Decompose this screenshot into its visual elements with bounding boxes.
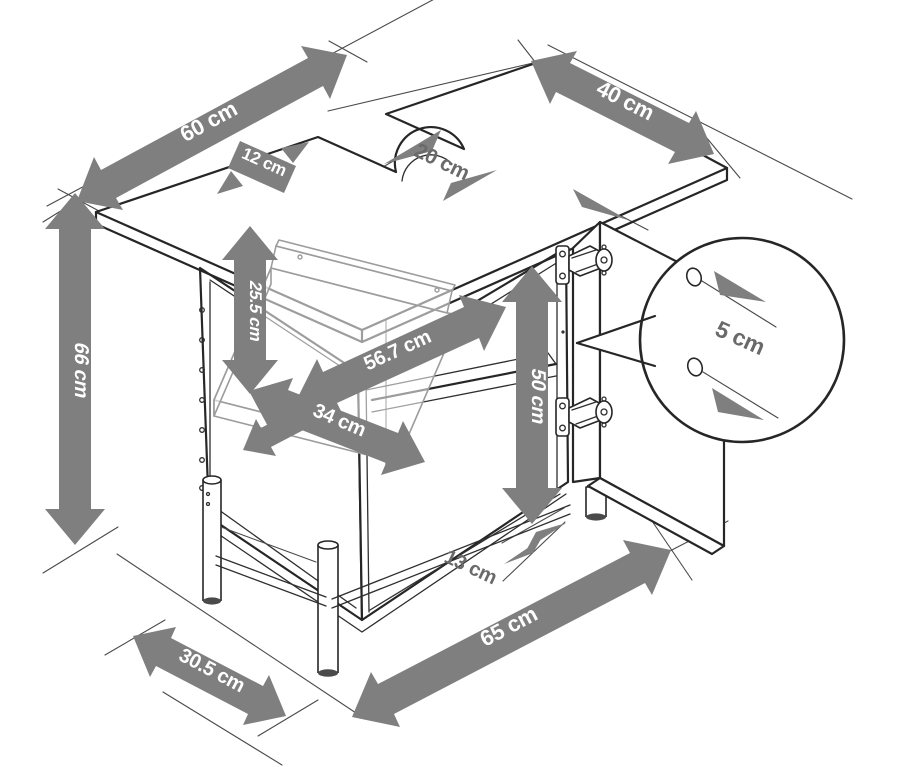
dim-label: 25.5 cm: [246, 279, 266, 344]
dim-arrow: [222, 226, 278, 394]
dim-label: 66 cm: [70, 340, 92, 401]
dim-arrow: [531, 51, 714, 164]
dim-label: 13 cm: [441, 546, 500, 589]
dim-arrow: [228, 141, 296, 193]
leg-back-left: [202, 475, 222, 605]
detail-circle: 5 cm: [575, 236, 846, 444]
dim-arrow: [295, 295, 506, 415]
dim-arrow: [352, 540, 671, 727]
leg-front-left: [317, 540, 339, 677]
dim-arrow: [133, 627, 286, 725]
dim-upper-height: 25.5 cm: [222, 226, 278, 394]
mounting-hole-top: [685, 267, 703, 287]
dim-total-height: 66 cm: [45, 193, 105, 545]
leg-front-right: [585, 486, 607, 521]
dim-shelf-depth: 34 cm: [243, 378, 425, 475]
pullout-direction-arrow: [243, 405, 313, 456]
mounting-hole-bottom: [686, 357, 704, 377]
dim-label: 50 cm: [527, 366, 549, 427]
legs: [202, 475, 607, 677]
dim-arrow: [77, 46, 347, 210]
dim-arrow: [502, 266, 562, 524]
dim-arrow: [45, 193, 105, 545]
door-bottom-edge: [586, 476, 726, 556]
cutout-thickness-edge: [401, 154, 453, 182]
magnifier-circle: [638, 236, 846, 444]
shelf-pin-holes: [199, 307, 205, 491]
dim-door-height: 50 cm: [502, 266, 562, 524]
dim-base-depth: 30.5 cm: [133, 627, 286, 725]
dim-arrow: [249, 378, 425, 475]
